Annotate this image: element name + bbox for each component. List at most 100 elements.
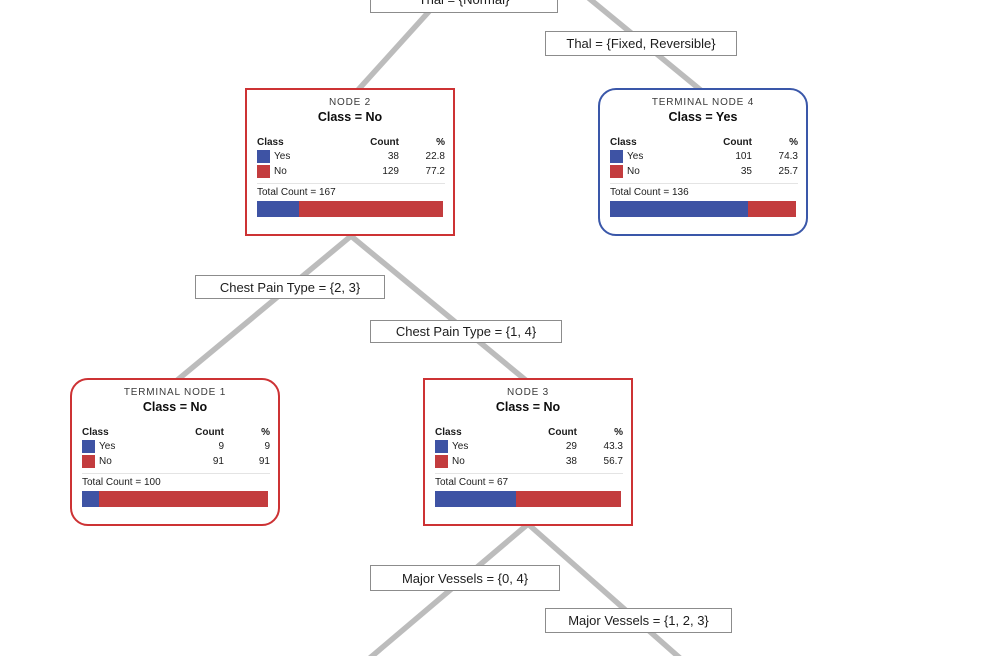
header-class: Class — [435, 427, 462, 438]
edge-label-thal-fixed-reversible: Thal = {Fixed, Reversible} — [545, 31, 737, 56]
no-swatch — [435, 455, 448, 468]
edge-label-chest-pain-1-4: Chest Pain Type = {1, 4} — [370, 320, 562, 343]
row-count: 129 — [382, 166, 399, 177]
row-count: 35 — [740, 166, 752, 177]
node-class-label: Class = No — [495, 400, 561, 414]
table-row-yes: Yes 38 22.8 — [257, 150, 445, 163]
table-row-no: No 35 25.7 — [610, 165, 798, 178]
row-label: Yes — [452, 441, 469, 452]
class-distribution-bar — [610, 201, 796, 217]
row-count: 38 — [565, 456, 577, 467]
node-title: TERMINAL NODE 4 — [651, 97, 755, 108]
row-pct: 56.7 — [603, 456, 623, 467]
no-swatch — [610, 165, 623, 178]
edge-thal-normal — [355, 0, 444, 92]
header-class: Class — [610, 137, 637, 148]
row-label: Yes — [627, 151, 644, 162]
node-stats-table: Class Count % Yes 29 43.3 No 38 56.7 — [435, 427, 623, 468]
yes-swatch — [257, 150, 270, 163]
tree-terminal-node-4[interactable]: TERMINAL NODE 4 Class = Yes Class Count … — [598, 88, 808, 236]
total-count: Total Count = 67 — [435, 473, 623, 488]
table-row-yes: Yes 101 74.3 — [610, 150, 798, 163]
row-pct: 22.8 — [425, 151, 445, 162]
edge-label-thal-normal: Thal = {Normal} — [370, 0, 558, 13]
edge-label-chest-pain-2-3: Chest Pain Type = {2, 3} — [195, 275, 385, 299]
row-pct: 9 — [264, 441, 270, 452]
bar-yes-segment — [82, 491, 99, 507]
table-header-row: Class Count % — [610, 137, 798, 148]
row-pct: 25.7 — [778, 166, 798, 177]
bar-no-segment — [748, 201, 796, 217]
tree-node-3[interactable]: NODE 3 Class = No Class Count % Yes 29 4… — [423, 378, 633, 526]
row-count: 38 — [387, 151, 399, 162]
header-count: Count — [370, 137, 399, 148]
node-class-label: Class = Yes — [668, 110, 738, 124]
header-pct: % — [436, 137, 445, 148]
row-pct: 91 — [258, 456, 270, 467]
class-distribution-bar — [435, 491, 621, 507]
edge-chest-pain-2-3 — [173, 233, 353, 385]
row-count: 29 — [565, 441, 577, 452]
row-label: Yes — [274, 151, 291, 162]
row-pct: 74.3 — [778, 151, 798, 162]
edge-chest-pain-1-4 — [349, 233, 530, 385]
table-row-no: No 129 77.2 — [257, 165, 445, 178]
row-label: No — [452, 456, 465, 467]
yes-swatch — [82, 440, 95, 453]
node-class-label: Class = No — [142, 400, 208, 414]
header-class: Class — [82, 427, 109, 438]
tree-terminal-node-1[interactable]: TERMINAL NODE 1 Class = No Class Count %… — [70, 378, 280, 526]
row-label: No — [99, 456, 112, 467]
row-count: 91 — [212, 456, 224, 467]
edge-label-major-vessels-1-2-3: Major Vessels = {1, 2, 3} — [545, 608, 732, 633]
header-pct: % — [614, 427, 623, 438]
header-class: Class — [257, 137, 284, 148]
bar-yes-segment — [257, 201, 300, 217]
edge-major-vessels-1-2-3 — [526, 521, 682, 656]
tree-node-2[interactable]: NODE 2 Class = No Class Count % Yes 38 2… — [245, 88, 455, 236]
table-header-row: Class Count % — [82, 427, 270, 438]
table-row-yes: Yes 9 9 — [82, 440, 270, 453]
row-pct: 77.2 — [425, 166, 445, 177]
no-swatch — [257, 165, 270, 178]
bar-no-segment — [299, 201, 443, 217]
header-pct: % — [261, 427, 270, 438]
row-label: Yes — [99, 441, 116, 452]
bar-yes-segment — [610, 201, 749, 217]
yes-swatch — [435, 440, 448, 453]
header-count: Count — [548, 427, 577, 438]
row-count: 9 — [218, 441, 224, 452]
node-title: NODE 3 — [506, 387, 550, 398]
table-header-row: Class Count % — [435, 427, 623, 438]
header-count: Count — [723, 137, 752, 148]
node-title: NODE 2 — [328, 97, 372, 108]
table-header-row: Class Count % — [257, 137, 445, 148]
total-count: Total Count = 100 — [82, 473, 270, 488]
total-count: Total Count = 136 — [610, 183, 798, 198]
class-distribution-bar — [257, 201, 443, 217]
row-count: 101 — [735, 151, 752, 162]
node-stats-table: Class Count % Yes 101 74.3 No 35 25.7 — [610, 137, 798, 178]
table-row-no: No 38 56.7 — [435, 455, 623, 468]
row-label: No — [274, 166, 287, 177]
row-label: No — [627, 166, 640, 177]
node-title: TERMINAL NODE 1 — [123, 387, 227, 398]
table-row-no: No 91 91 — [82, 455, 270, 468]
node-stats-table: Class Count % Yes 9 9 No 91 91 — [82, 427, 270, 468]
class-distribution-bar — [82, 491, 268, 507]
bar-yes-segment — [435, 491, 516, 507]
header-pct: % — [789, 137, 798, 148]
row-pct: 43.3 — [603, 441, 623, 452]
bar-no-segment — [98, 491, 268, 507]
node-stats-table: Class Count % Yes 38 22.8 No 129 77.2 — [257, 137, 445, 178]
edge-label-major-vessels-0-4: Major Vessels = {0, 4} — [370, 565, 560, 591]
bar-no-segment — [515, 491, 621, 507]
yes-swatch — [610, 150, 623, 163]
total-count: Total Count = 167 — [257, 183, 445, 198]
no-swatch — [82, 455, 95, 468]
node-class-label: Class = No — [317, 110, 383, 124]
header-count: Count — [195, 427, 224, 438]
table-row-yes: Yes 29 43.3 — [435, 440, 623, 453]
